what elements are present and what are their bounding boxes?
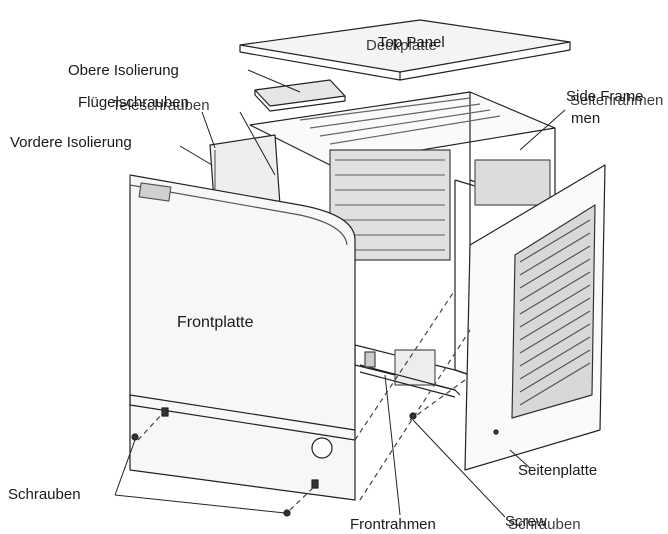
front-frame: [359, 351, 461, 398]
label-front-panel: Frontplatte: [177, 314, 254, 331]
label-screws-left: Schrauben: [8, 486, 81, 503]
top-panel: [239, 19, 571, 81]
label-side-frame-en: Side Frame: [566, 88, 644, 105]
label-screws-right-en: Screw: [505, 513, 547, 530]
front-panel-shape: [129, 174, 356, 501]
label-front-frame: Frontrahmen: [350, 516, 436, 533]
label-side-panel: Seitenplatte: [518, 462, 598, 479]
label-side-frame-de-wrap: men: [571, 110, 601, 127]
screws: [131, 412, 417, 517]
leader-lines: [114, 69, 566, 518]
top-insulation: [254, 79, 346, 112]
label-wing-screws: Flügelschrauben: [78, 94, 189, 111]
cabinet-body: [249, 91, 556, 391]
label-top-insulation: Obere Isolierung: [68, 62, 179, 79]
label-screws-right-de: Schrauben: [508, 516, 581, 533]
label-top-panel-en: Top Panel: [378, 34, 445, 51]
label-front-insulation: Vordere Isolierung: [10, 134, 132, 151]
side-panel: [464, 164, 606, 471]
label-side-frame-de: Seitenrahmen: [570, 92, 664, 109]
label-top-panel-de: Deckplatte: [366, 37, 437, 54]
label-tele-screws: Teleschrauben: [112, 97, 210, 114]
